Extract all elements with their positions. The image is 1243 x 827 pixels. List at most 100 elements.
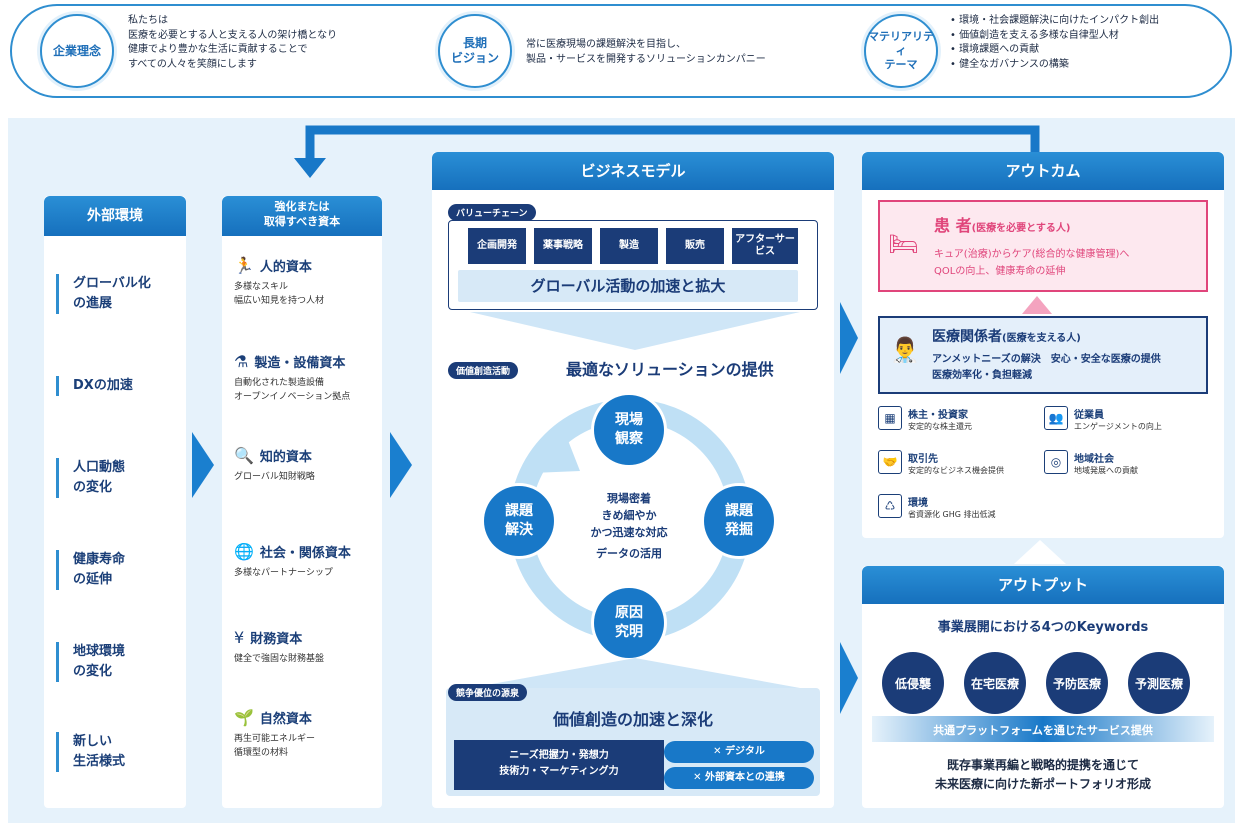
capitals-title-line: 強化または xyxy=(274,200,330,213)
external-item-line: の変化 xyxy=(73,480,113,496)
capital-subtext: 自動化された製造設備 xyxy=(234,378,325,388)
capital-subtext: グローバル知財戦略 xyxy=(234,472,315,482)
employees-icon: 👥 xyxy=(1044,406,1068,430)
source-tag: 競争優位の源泉 xyxy=(448,684,528,701)
vision-label: 長期 xyxy=(462,36,487,50)
solution-text: 最適なソリューションの提供 xyxy=(566,360,774,379)
external-panel: 外部環境 グローバル化の進展 DXの加速 人口動態の変化 健康寿命の延伸 地球環… xyxy=(44,196,186,808)
output-footer-line: 未来医療に向けた新ポートフォリオ形成 xyxy=(934,777,1151,792)
vision-badge: 長期ビジョン xyxy=(438,14,512,88)
vision-text: 常に医療現場の課題解決を目指し、 製品・サービスを開発するソリューションカンパニ… xyxy=(526,38,856,67)
value-chain-step: アフターサービス xyxy=(732,228,798,264)
platform-text: 共通プラットフォームを通じたサービス提供 xyxy=(933,724,1153,737)
handshake-icon: 🤝 xyxy=(878,450,902,474)
materiality-item: • 環境・社会課題解決に向けたインパクト創出 xyxy=(950,15,1160,26)
feedback-arrow-head xyxy=(294,158,326,178)
patient-title-sub: (医療を必要とする人) xyxy=(971,223,1071,234)
outcome-title: アウトカム xyxy=(862,152,1224,190)
patient-title: 患 者(医療を必要とする人) xyxy=(934,212,1070,236)
external-item-line: 新しい xyxy=(73,734,113,749)
environment-icon: ♺ xyxy=(878,494,902,518)
external-item-line: グローバル化 xyxy=(73,276,151,291)
capitals-title: 強化または 取得すべき資本 xyxy=(222,196,382,236)
external-item: グローバル化の進展 xyxy=(56,274,151,315)
patient-text: キュア(治療)からケア(総合的な健康管理)へ QOLの向上、健康寿命の延伸 xyxy=(934,246,1129,280)
capital-subtext: 循環型の材料 xyxy=(234,747,289,758)
capital-subtext: 再生可能エネルギー xyxy=(234,734,316,744)
capital-item: ¥ 財務資本健全で強固な財務基盤 xyxy=(234,628,374,667)
power-box: ニーズ把握力・発想力 技術力・マーケティング力 xyxy=(454,740,664,790)
medical-title-text: 医療関係者 xyxy=(932,329,1002,345)
chart-icon: ▦ xyxy=(878,406,902,430)
feedback-arrow-line xyxy=(305,125,1040,162)
lab-flask-icon: ⚗ xyxy=(234,352,249,371)
arrow-up-icon xyxy=(1022,296,1052,314)
value-chain-tag: バリューチェーン xyxy=(448,204,536,221)
capitals-title-line: 取得すべき資本 xyxy=(263,214,341,228)
power-line: 技術力・マーケティング力 xyxy=(499,766,619,777)
philosophy-text: 私たちは 医療を必要とする人と支える人の架け橋となり 健康でより豊かな生活に貢献… xyxy=(128,14,428,72)
stakeholder-title: 環境 xyxy=(908,498,928,509)
arrow-up-icon xyxy=(1014,540,1066,564)
capital-title: 社会・関係資本 xyxy=(259,546,351,561)
external-item-line: 人口動態 xyxy=(73,460,126,475)
arrow-right-3 xyxy=(840,302,858,374)
philosophy-line: 健康でより豊かな生活に貢献することで xyxy=(128,44,308,55)
materiality-badge: マテリアリティテーマ xyxy=(864,14,938,88)
cross-digital: ✕ デジタル xyxy=(664,741,814,763)
stakeholder-item: 🤝取引先安定的なビジネス機会提供 xyxy=(878,450,1038,476)
bed-icon: 🛏 xyxy=(888,230,919,258)
chevron-down-icon xyxy=(470,312,800,350)
capital-subtext: 健全で強固な財務基盤 xyxy=(234,654,325,664)
capital-item: ⚗製造・設備資本自動化された製造設備オープンイノベーション拠点 xyxy=(234,352,374,404)
external-item: DXの加速 xyxy=(56,376,133,397)
cross-label: 外部資本との連携 xyxy=(704,772,785,783)
external-item-line: 生活様式 xyxy=(73,754,126,770)
value-chain-step: 販売 xyxy=(666,228,724,264)
capital-item: 🔍知的資本グローバル知財戦略 xyxy=(234,446,374,485)
capital-subtext: 幅広い知見を持つ人材 xyxy=(234,295,325,306)
stakeholder-title: 取引先 xyxy=(908,454,938,465)
medical-line: アンメットニーズの解決 安心・安全な医療の提供 xyxy=(932,354,1161,365)
cycle-node-solve: 課題解決 xyxy=(484,486,554,556)
stakeholder-subtext: 安定的な株主還元 xyxy=(908,422,972,431)
yen-icon: ¥ xyxy=(234,628,245,647)
patient-title-text: 患 者 xyxy=(934,216,972,235)
business-title: ビジネスモデル xyxy=(432,152,834,190)
medical-title: 医療関係者(医療を支える人) xyxy=(932,326,1081,346)
cross-label: デジタル xyxy=(725,746,765,757)
patient-box: 🛏 患 者(医療を必要とする人) キュア(治療)からケア(総合的な健康管理)へ … xyxy=(878,200,1208,292)
activity-tag: 価値創造活動 xyxy=(448,362,519,379)
external-item: 人口動態の変化 xyxy=(56,458,126,499)
arrow-right-2 xyxy=(390,432,412,498)
materiality-item: • 健全なガバナンスの構築 xyxy=(950,58,1069,70)
external-item-line: の延伸 xyxy=(73,572,113,588)
materiality-text: • 環境・社会課題解決に向けたインパクト創出 • 価値創造を支える多様な自律型人… xyxy=(950,14,1220,72)
feedback-arrow xyxy=(294,125,1040,178)
external-item-line: 地球環境 xyxy=(73,644,126,659)
global-activity-bar: グローバル活動の加速と拡大 xyxy=(458,270,798,302)
capital-title: 製造・設備資本 xyxy=(254,356,346,371)
output-footer-line: 既存事業再編と戦略的提携を通じて xyxy=(946,758,1139,772)
stakeholder-item: 👥従業員エンゲージメントの向上 xyxy=(1044,406,1204,432)
cycle-node-discover: 課題発掘 xyxy=(704,486,774,556)
community-icon: ◎ xyxy=(1044,450,1068,474)
capital-title: 人的資本 xyxy=(259,260,312,275)
stakeholder-title: 株主・投資家 xyxy=(908,410,968,421)
capital-title: 財務資本 xyxy=(250,632,303,647)
stakeholder-item: ◎地域社会地域発展への貢献 xyxy=(1044,450,1204,476)
stakeholder-subtext: 省資源化 GHG 排出低減 xyxy=(908,510,996,519)
materiality-label: テーマ xyxy=(884,57,918,71)
keyword-circle: 在宅医療 xyxy=(964,652,1026,714)
cycle-center-line: かつ迅速な対応 xyxy=(590,526,668,540)
cycle-center-line: きめ細やか xyxy=(601,509,657,523)
capital-item: 🏃人的資本多様なスキル幅広い知見を持つ人材 xyxy=(234,256,374,308)
capital-item: 🌱自然資本再生可能エネルギー循環型の材料 xyxy=(234,708,374,760)
stakeholder-subtext: エンゲージメントの向上 xyxy=(1074,422,1162,431)
stakeholder-subtext: 地域発展への貢献 xyxy=(1074,466,1138,475)
doctor-icon: 👨‍⚕ xyxy=(890,336,920,364)
external-item-line: DXの加速 xyxy=(73,378,133,393)
materiality-item: • 価値創造を支える多様な自律型人材 xyxy=(950,29,1119,41)
stakeholder-item: ♺ 環境省資源化 GHG 排出低減 xyxy=(878,494,1038,520)
medical-title-sub: (医療を支える人) xyxy=(1002,333,1081,344)
